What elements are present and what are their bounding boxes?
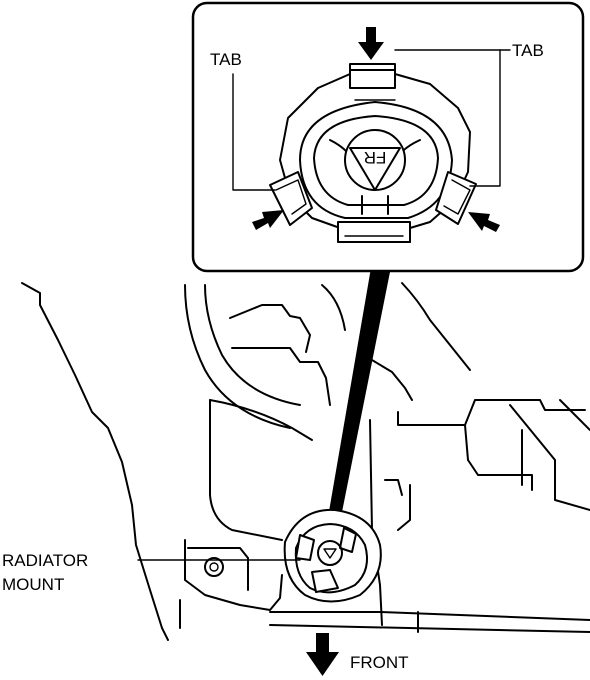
mount-ring xyxy=(283,508,382,603)
tab-label-right: TAB xyxy=(512,41,544,60)
diagonal-arrow-icon xyxy=(252,210,284,230)
front-label: FRONT xyxy=(350,653,409,672)
tab-label-left: TAB xyxy=(210,50,242,69)
vehicle-structure xyxy=(21,282,590,641)
clip-detail: FR xyxy=(269,63,477,243)
radiator-mount-label-line1: RADIATOR xyxy=(2,551,88,570)
radiator-mount-label-line2: MOUNT xyxy=(2,575,64,594)
tab-leader-left xyxy=(232,73,276,191)
tab-leader-right xyxy=(394,49,501,187)
down-arrow-icon xyxy=(306,633,339,676)
diagonal-arrow-icon xyxy=(468,212,500,232)
zoom-pointer xyxy=(322,262,392,552)
down-arrow-icon xyxy=(358,27,384,60)
fr-mark: FR xyxy=(364,148,387,167)
